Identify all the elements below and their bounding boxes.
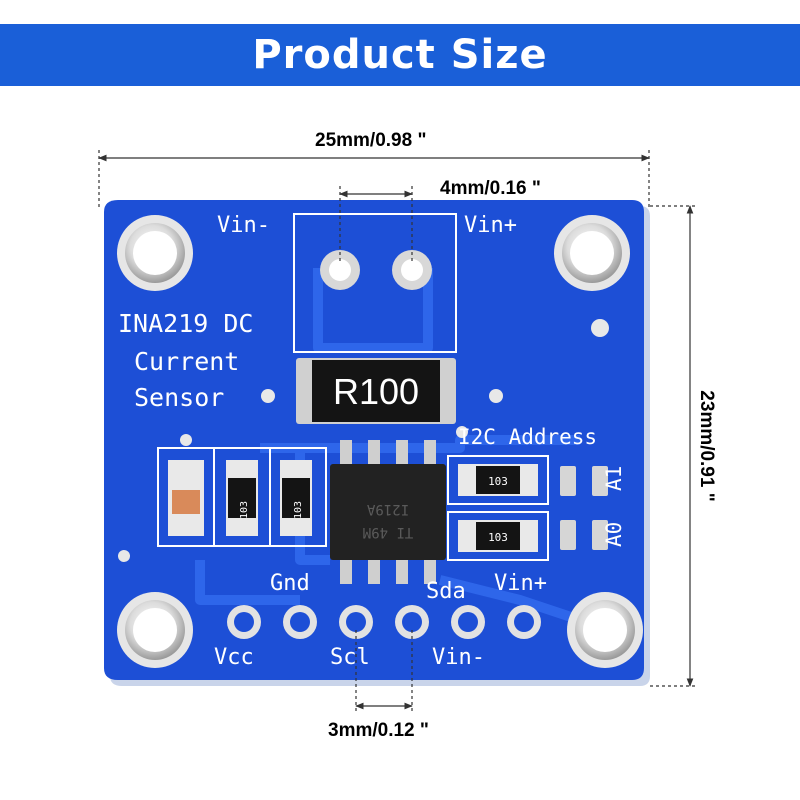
label-vin-minus-top: Vin- [217, 213, 270, 238]
page-title: Product Size [252, 32, 548, 78]
resistor-code-4: 103 [488, 531, 508, 544]
terminal-hole-vin-minus [320, 250, 360, 290]
ina219-chip: I219A TI 49M [330, 440, 446, 584]
jumper-label-a1: A1 [602, 466, 626, 491]
mounting-hole-bottom-left [117, 592, 193, 668]
board-title-line-1: INA219 DC [118, 309, 253, 338]
i2c-address-label: I2C Address [458, 425, 597, 449]
dimension-terminal-spacing [339, 186, 413, 262]
mounting-hole-top-left [117, 215, 193, 291]
label-vin-plus-top: Vin+ [464, 213, 517, 238]
pin-spacing-label: 3mm/0.12 " [328, 720, 429, 741]
smd-resistor-2 [280, 460, 312, 536]
pin-label-gnd: Gnd [270, 571, 310, 596]
height-dimension-text: 23mm/0.91 " [696, 390, 717, 502]
pin-label-vcc: Vcc [214, 645, 254, 670]
pin-label-sda: Sda [426, 579, 466, 604]
address-resistor-1 [458, 464, 538, 496]
jumper-label-a0: A0 [602, 522, 626, 547]
vias [118, 319, 609, 562]
dimension-height [650, 205, 698, 687]
resistor-code-3: 103 [488, 475, 508, 488]
jumper-pads [560, 466, 608, 550]
dimension-pin-spacing [355, 630, 413, 714]
component-outlines [157, 213, 549, 561]
resistor-code-2: 103 [293, 501, 304, 519]
pcb-traces [195, 268, 582, 625]
smd-resistor-1 [226, 460, 258, 536]
board-title-line-3: Sensor [134, 383, 224, 412]
width-dimension-label: 25mm/0.98 " [315, 130, 427, 151]
pin-label-scl: Scl [330, 645, 370, 670]
address-resistor-2 [458, 520, 538, 552]
pin-label-vin-plus: Vin+ [494, 571, 547, 596]
pin-label-vin-minus: Vin- [432, 645, 485, 670]
shunt-resistor [296, 358, 456, 424]
resistor-code-1: 103 [239, 501, 250, 519]
terminal-spacing-label: 4mm/0.16 " [440, 178, 541, 199]
svg-text:I219A: I219A [366, 501, 409, 517]
mounting-hole-top-right [554, 215, 630, 291]
board-title-line-2: Current [134, 347, 239, 376]
title-banner: Product Size [0, 24, 800, 86]
mounting-hole-bottom-right [567, 592, 643, 668]
shunt-value: R100 [333, 371, 419, 412]
terminal-hole-vin-plus [392, 250, 432, 290]
smd-capacitor [168, 460, 204, 536]
svg-text:TI 49M: TI 49M [363, 524, 414, 540]
header-pins [227, 605, 541, 639]
dimension-width [98, 150, 650, 210]
